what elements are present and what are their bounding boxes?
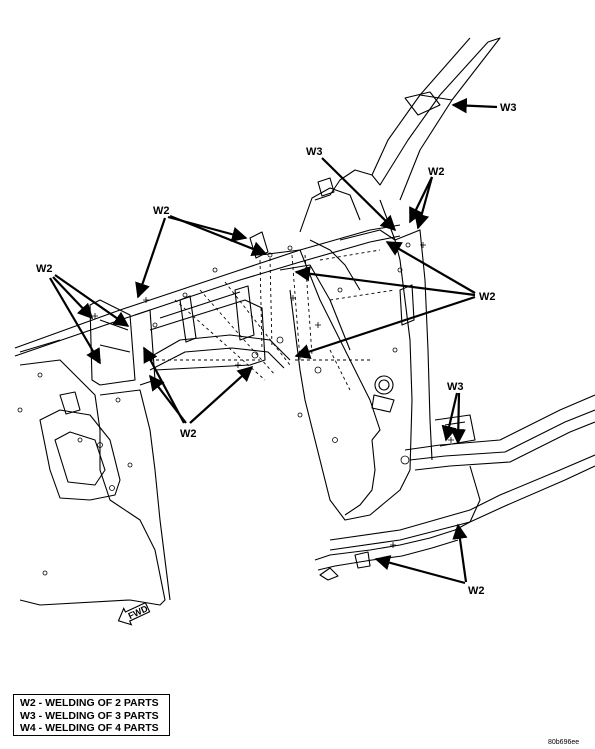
legend-w2: W2 - WELDING OF 2 PARTS xyxy=(20,697,159,709)
arrow-w2-upper-right-b xyxy=(414,176,434,230)
arrow-w2-upper-mid-c xyxy=(169,214,268,257)
arrow-w3-sill-b xyxy=(450,392,466,445)
arrow-w2-lower-mid-c xyxy=(189,365,254,424)
body-line-art xyxy=(14,37,595,606)
arrow-w2-right-mid-c xyxy=(294,295,476,359)
callout-w2-left: W2 xyxy=(36,263,53,275)
arrow-w2-bottom-b xyxy=(452,523,468,583)
arrow-w2-left-a xyxy=(54,274,130,327)
callout-w2-bottom: W2 xyxy=(468,585,485,597)
legend-w3: W3 - WELDING OF 3 PARTS xyxy=(20,709,159,722)
fwd-arrow-icon xyxy=(117,601,151,626)
reference-code: 80b696ee xyxy=(548,739,579,746)
legend-box: W2 - WELDING OF 2 PARTS W3 - WELDING OF … xyxy=(13,694,170,736)
arrow-w2-lower-mid-b xyxy=(149,374,187,424)
callout-w3-top: W3 xyxy=(500,102,517,114)
callout-w2-right-mid: W2 xyxy=(479,291,496,303)
leader-arrows xyxy=(49,97,498,585)
fwd-arrow-indicator: FWD xyxy=(117,601,151,626)
arrow-w2-left-c xyxy=(49,277,101,365)
arrow-w3-sill-a xyxy=(441,392,459,442)
callout-w2-upper-right: W2 xyxy=(428,166,445,178)
arrow-w3-pillar-a xyxy=(321,157,397,232)
legend-w4: W4 - WELDING OF 4 PARTS xyxy=(20,722,159,734)
callout-w2-upper-mid: W2 xyxy=(153,205,170,217)
arrow-w2-upper-mid-a xyxy=(135,217,167,299)
callout-w3-sill: W3 xyxy=(447,381,464,393)
callout-w2-lower-mid: W2 xyxy=(180,428,197,440)
arrow-w2-bottom-a xyxy=(374,555,466,585)
arrow-w2-right-mid-b xyxy=(294,266,476,297)
arrow-w3-top xyxy=(451,97,498,114)
arrow-w2-upper-right-a xyxy=(409,176,433,224)
arrow-w2-left-b xyxy=(52,276,94,320)
arrow-w2-right-mid-a xyxy=(385,241,476,294)
callout-w3-pillar: W3 xyxy=(306,146,323,158)
